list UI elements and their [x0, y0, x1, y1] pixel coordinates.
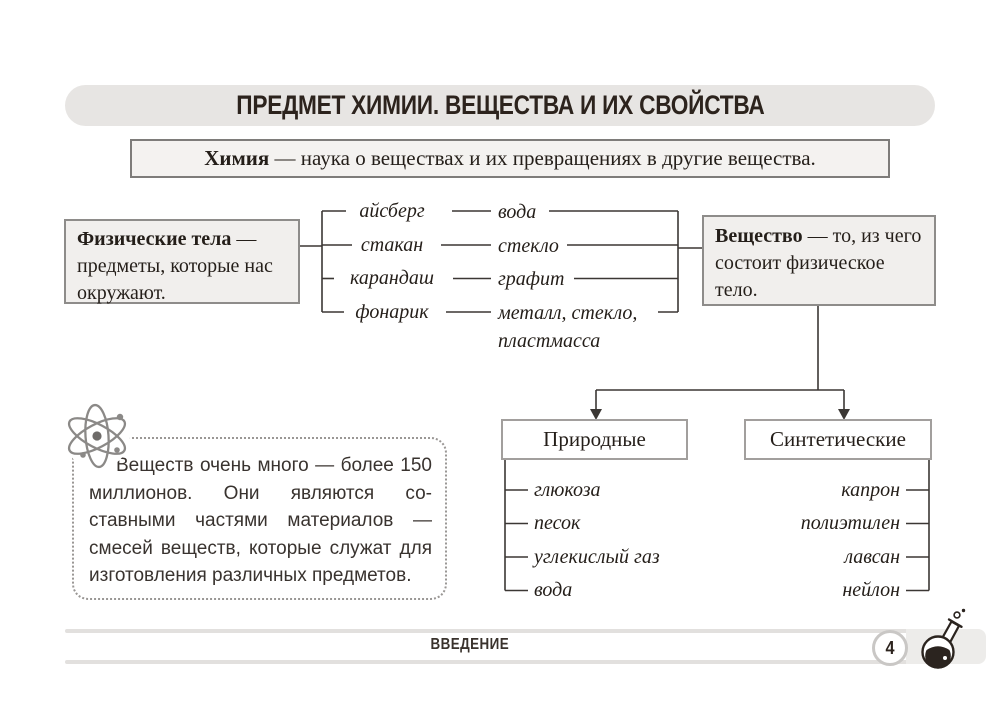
category-natural-box: Природные	[501, 419, 688, 460]
substance-term: Вещество	[715, 225, 803, 247]
category-synthetic-box: Синтетические	[744, 419, 932, 460]
page-title-text: ПРЕДМЕТ ХИМИИ. ВЕЩЕСТВА И ИХ СВОЙСТВА	[235, 90, 765, 120]
fact-note-box: Веществ очень много — более 150 миллионо…	[72, 437, 447, 600]
natural-item: песок	[534, 512, 581, 534]
synthetic-item: капрон	[841, 479, 900, 501]
synthetic-item: нейлон	[842, 579, 900, 601]
atom-icon	[57, 399, 137, 475]
definition-text: — наука о веществах и их превращениях в …	[269, 146, 816, 170]
physical-bodies-text: — предметы, которые нас окружают.	[77, 228, 273, 304]
fact-note-text: Веществ очень много — более 150 миллионо…	[89, 455, 432, 586]
footer-rule-top	[65, 629, 940, 633]
physical-bodies-box: Физические тела — предметы, которые нас …	[64, 219, 300, 304]
chemistry-definition-box: Химия — наука о веществах и их превращен…	[130, 139, 890, 178]
natural-item: глюкоза	[534, 479, 601, 501]
pair-substance: стекло	[498, 235, 559, 257]
page-title: ПРЕДМЕТ ХИМИИ. ВЕЩЕСТВА И ИХ СВОЙСТВА	[65, 85, 935, 126]
footer-rule-bottom	[65, 660, 940, 664]
pair-body: карандаш	[350, 267, 434, 289]
footer-section-text: ВВЕДЕНИЕ	[430, 636, 510, 653]
natural-item: углекислый газ	[534, 546, 660, 568]
synthetic-item: полиэтилен	[800, 512, 900, 534]
pair-body: айсберг	[359, 200, 425, 222]
definition-term: Химия	[204, 146, 270, 170]
synthetic-item: лавсан	[844, 546, 900, 568]
flask-icon	[916, 606, 968, 672]
category-synthetic-label: Синтетические	[770, 427, 906, 451]
footer-section: ВВЕДЕНИЕ	[65, 636, 875, 654]
page-number-badge: 4	[872, 630, 908, 666]
substance-text: — то, из чего состоит физическое тело.	[715, 225, 922, 301]
natural-item: вода	[534, 579, 573, 601]
substance-box: Вещество — то, из чего состоит физическо…	[702, 215, 936, 306]
arrowheads	[590, 409, 850, 420]
category-natural-label: Природные	[543, 427, 646, 451]
pair-substance: вода	[498, 201, 537, 223]
pair-body: фонарик	[355, 301, 429, 323]
pair-substance: графит	[498, 268, 565, 290]
pair-substance: металл, стекло, пластмасса	[498, 302, 638, 352]
pair-body: стакан	[360, 234, 424, 256]
physical-bodies-term: Физические тела	[77, 228, 232, 250]
page-number: 4	[885, 637, 895, 658]
